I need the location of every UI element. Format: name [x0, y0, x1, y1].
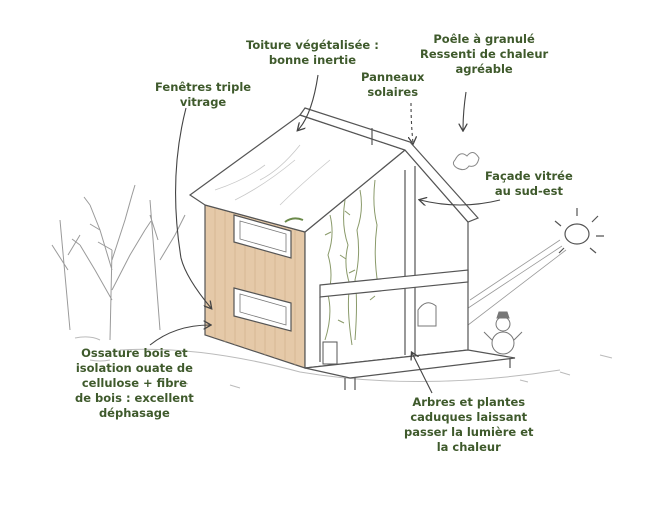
sun-icon [449, 208, 604, 336]
arrow-arbres [412, 353, 433, 394]
arrow-fenetres [175, 107, 211, 308]
arrow-toiture [298, 74, 319, 130]
arrow-ossature [149, 325, 210, 346]
arrow-facade [420, 200, 501, 205]
stove-smoke-icon [452, 152, 480, 171]
ground-sketch [74, 336, 613, 389]
tree-icon [51, 184, 186, 341]
arrow-panneaux [411, 102, 413, 143]
arrow-poele [463, 91, 466, 130]
snowman-icon [483, 311, 523, 355]
house-roof [188, 114, 407, 233]
label-toiture: Toiture végétalisée :bonne inertie [246, 38, 379, 67]
